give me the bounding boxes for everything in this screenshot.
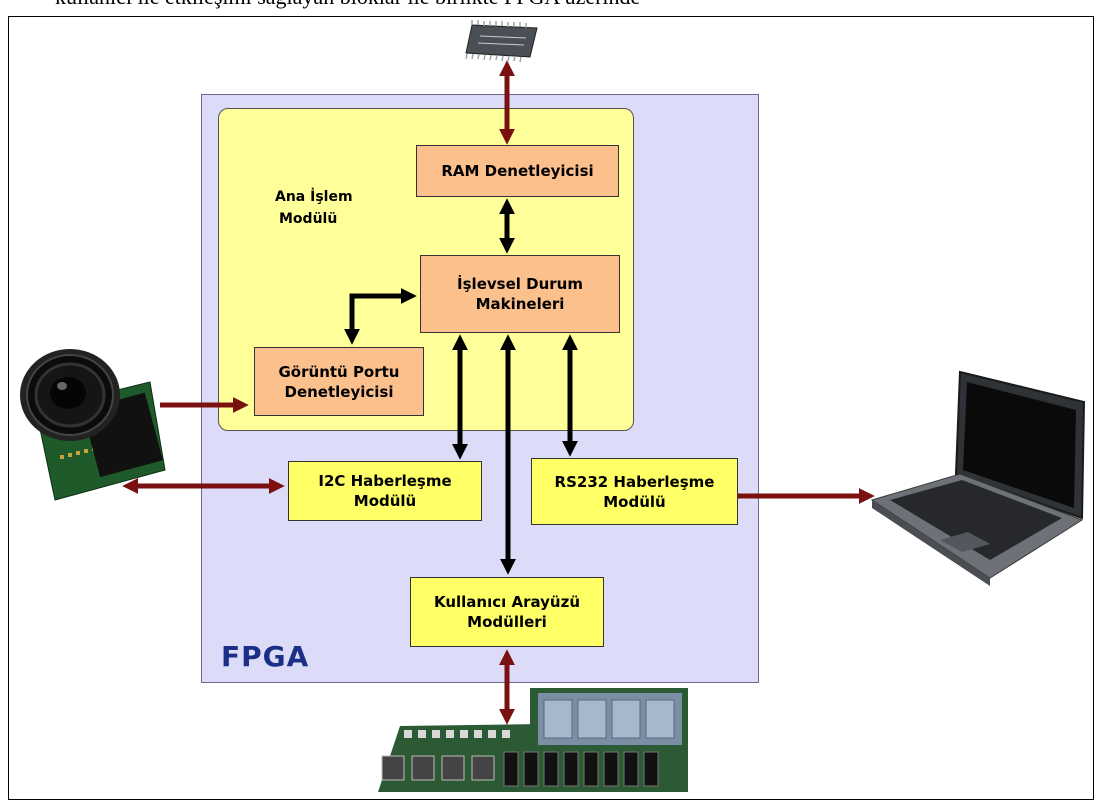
figure-frame xyxy=(8,16,1094,800)
laptop-icon xyxy=(870,370,1086,586)
ram-controller-block: RAM Denetleyicisi xyxy=(416,145,619,197)
i2c-label-line1: I2C Haberleşme xyxy=(318,472,452,490)
ui-label-line2: Modülleri xyxy=(467,613,547,631)
i2c-block: I2C Haberleşme Modülü xyxy=(288,461,482,521)
ram-controller-label: RAM Denetleyicisi xyxy=(441,162,594,180)
main-module-label-line2: Modülü xyxy=(279,211,338,227)
main-module-label-line1: Ana İşlem xyxy=(275,189,353,205)
memory-chip-icon xyxy=(465,20,538,63)
video-port-label-line1: Görüntü Portu xyxy=(278,362,400,381)
video-port-label-line2: Denetleyicisi xyxy=(284,382,394,401)
fsm-label-line2: Makineleri xyxy=(475,295,565,313)
rs232-block: RS232 Haberleşme Modülü xyxy=(531,458,738,525)
fsm-block: İşlevsel Durum Makineleri xyxy=(420,255,620,333)
camera-module-icon xyxy=(20,349,166,501)
top-caption: kullanıcı ile etkileşimi sağlayan blokla… xyxy=(55,0,640,10)
video-port-block: Görüntü Portu Denetleyicisi xyxy=(254,347,424,416)
rs232-label-line1: RS232 Haberleşme xyxy=(554,472,715,491)
arrow-fsm-video xyxy=(343,287,417,345)
ui-block: Kullanıcı Arayüzü Modülleri xyxy=(410,577,604,647)
main-module-label: Ana İşlem Modülü xyxy=(275,186,353,230)
i2c-label-line2: Modülü xyxy=(353,492,417,510)
fpga-label: FPGA xyxy=(221,640,310,673)
caption-strip: kullanıcı ile etkileşimi sağlayan blokla… xyxy=(0,0,1100,18)
fsm-label-line1: İşlevsel Durum xyxy=(457,275,583,293)
rs232-label-line2: Modülü xyxy=(603,492,666,511)
io-board-icon xyxy=(378,688,688,792)
ui-label-line1: Kullanıcı Arayüzü xyxy=(433,593,581,611)
